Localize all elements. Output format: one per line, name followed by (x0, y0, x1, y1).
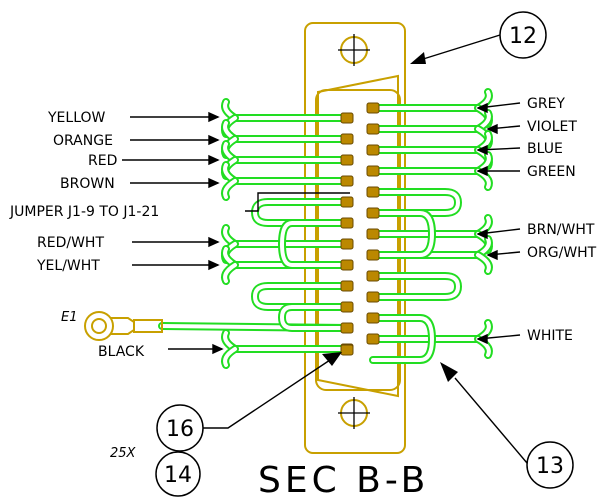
pin-left-10 (340, 322, 354, 334)
callout-balloon-13: 13 (440, 362, 574, 489)
pin-right-10 (366, 312, 380, 324)
label-brown: BROWN (60, 176, 115, 192)
leader-yel-wht (132, 259, 220, 271)
wire-right-2 (369, 130, 493, 154)
leader-violet (486, 123, 521, 135)
pin-left-3 (340, 175, 354, 187)
pin-left-0 (340, 112, 354, 124)
ground-label: BLACK (98, 344, 145, 360)
wire-right-3 (369, 151, 493, 175)
pin-left-12 (340, 344, 354, 356)
label-red-wht: RED/WHT (37, 235, 104, 251)
svg-text:14: 14 (164, 463, 192, 488)
label-red: RED (88, 153, 117, 169)
wire-loop-right-1 (369, 272, 463, 301)
callout-balloon-12: 12 (410, 11, 547, 64)
wire-bundle (158, 88, 493, 369)
pin-left-2 (340, 154, 354, 166)
wire-left-2 (221, 140, 351, 164)
label-org-wht: ORG/WHT (527, 245, 597, 261)
leader-orange (130, 134, 220, 146)
wire-left-0 (221, 98, 351, 122)
label-violet: VIOLET (527, 119, 577, 135)
wire-right-tail-5-core (476, 253, 491, 273)
label-yel-wht: YEL/WHT (36, 258, 100, 274)
label-grey: GREY (527, 96, 565, 112)
jumper-leader (245, 192, 350, 212)
wire-right-0 (369, 88, 493, 112)
pin-left-5 (340, 217, 354, 229)
label-blue: BLUE (527, 141, 563, 157)
leader-grey (476, 102, 521, 114)
label-orange: ORANGE (53, 133, 113, 149)
wire-left-3 (221, 161, 351, 185)
pin-left-7 (340, 259, 354, 271)
label-leaders (122, 102, 521, 355)
leader-org-wht (486, 249, 521, 261)
leader-red-wht (132, 236, 220, 248)
pin-left-9 (340, 301, 354, 313)
wire-loop-right-0-core (371, 190, 461, 215)
leader-black (168, 343, 224, 355)
pin-right-2 (366, 144, 380, 156)
jumper-label: JUMPER J1-9 TO J1-21 (9, 204, 159, 220)
pin-right-1 (366, 123, 380, 135)
svg-text:12: 12 (509, 24, 537, 49)
terminal-label: E1 (61, 310, 78, 325)
pin-left-1 (340, 133, 354, 145)
pin-left-4 (340, 196, 354, 208)
pin-right-0 (366, 102, 380, 114)
wire-left-1 (221, 119, 351, 143)
ring-terminal-icon (84, 311, 163, 341)
label-green: GREEN (527, 164, 576, 180)
wire-left-tail-6-core (223, 347, 237, 367)
wire-right-1 (369, 109, 493, 133)
wire-loop-right-inner-0-core (371, 211, 435, 257)
quantity-label: 25X (110, 446, 137, 461)
pin-right-11 (366, 333, 380, 345)
connector-pins (340, 102, 380, 356)
pin-right-6 (366, 228, 380, 240)
wire-loop-right-1-core (371, 274, 461, 299)
wire-loop-left-1-core (252, 284, 349, 309)
label-white: WHITE (527, 328, 573, 344)
callout-balloon-16: 16 (156, 352, 342, 452)
callout-balloon-14: 14 (155, 451, 201, 497)
pin-right-5 (366, 207, 380, 219)
leader-white (476, 333, 521, 345)
pin-left-8 (340, 280, 354, 292)
label-yellow: YELLOW (47, 110, 106, 126)
mounting-hole-crosshairs (338, 34, 370, 429)
leader-yellow (130, 111, 220, 123)
pin-right-3 (366, 165, 380, 177)
pin-right-9 (366, 291, 380, 303)
wire-loop-left-inner-1-core (279, 305, 349, 330)
wire-loop-right-inner-1-core (371, 316, 435, 362)
pin-right-8 (366, 270, 380, 282)
pin-right-7 (366, 249, 380, 261)
leader-brn-wht (476, 228, 521, 240)
wire-left-tail-3-core (223, 179, 237, 199)
leader-blue (476, 144, 521, 156)
leader-green (476, 165, 520, 177)
pin-right-4 (366, 186, 380, 198)
leader-red (122, 154, 220, 166)
wire-left-6 (221, 329, 351, 353)
wire-loop-left-0-core (252, 200, 349, 225)
pin-left-6 (340, 238, 354, 250)
svg-text:16: 16 (166, 417, 194, 442)
label-brn-wht: BRN/WHT (527, 222, 595, 238)
wire-left-tail-5-core (223, 263, 237, 283)
wire-loop-left-inner-1 (277, 303, 351, 332)
svg-text:13: 13 (536, 454, 564, 479)
section-title: SEC B-B (258, 460, 429, 501)
leader-brown (130, 177, 220, 189)
wire-loop-left-inner-0-core (279, 221, 349, 267)
